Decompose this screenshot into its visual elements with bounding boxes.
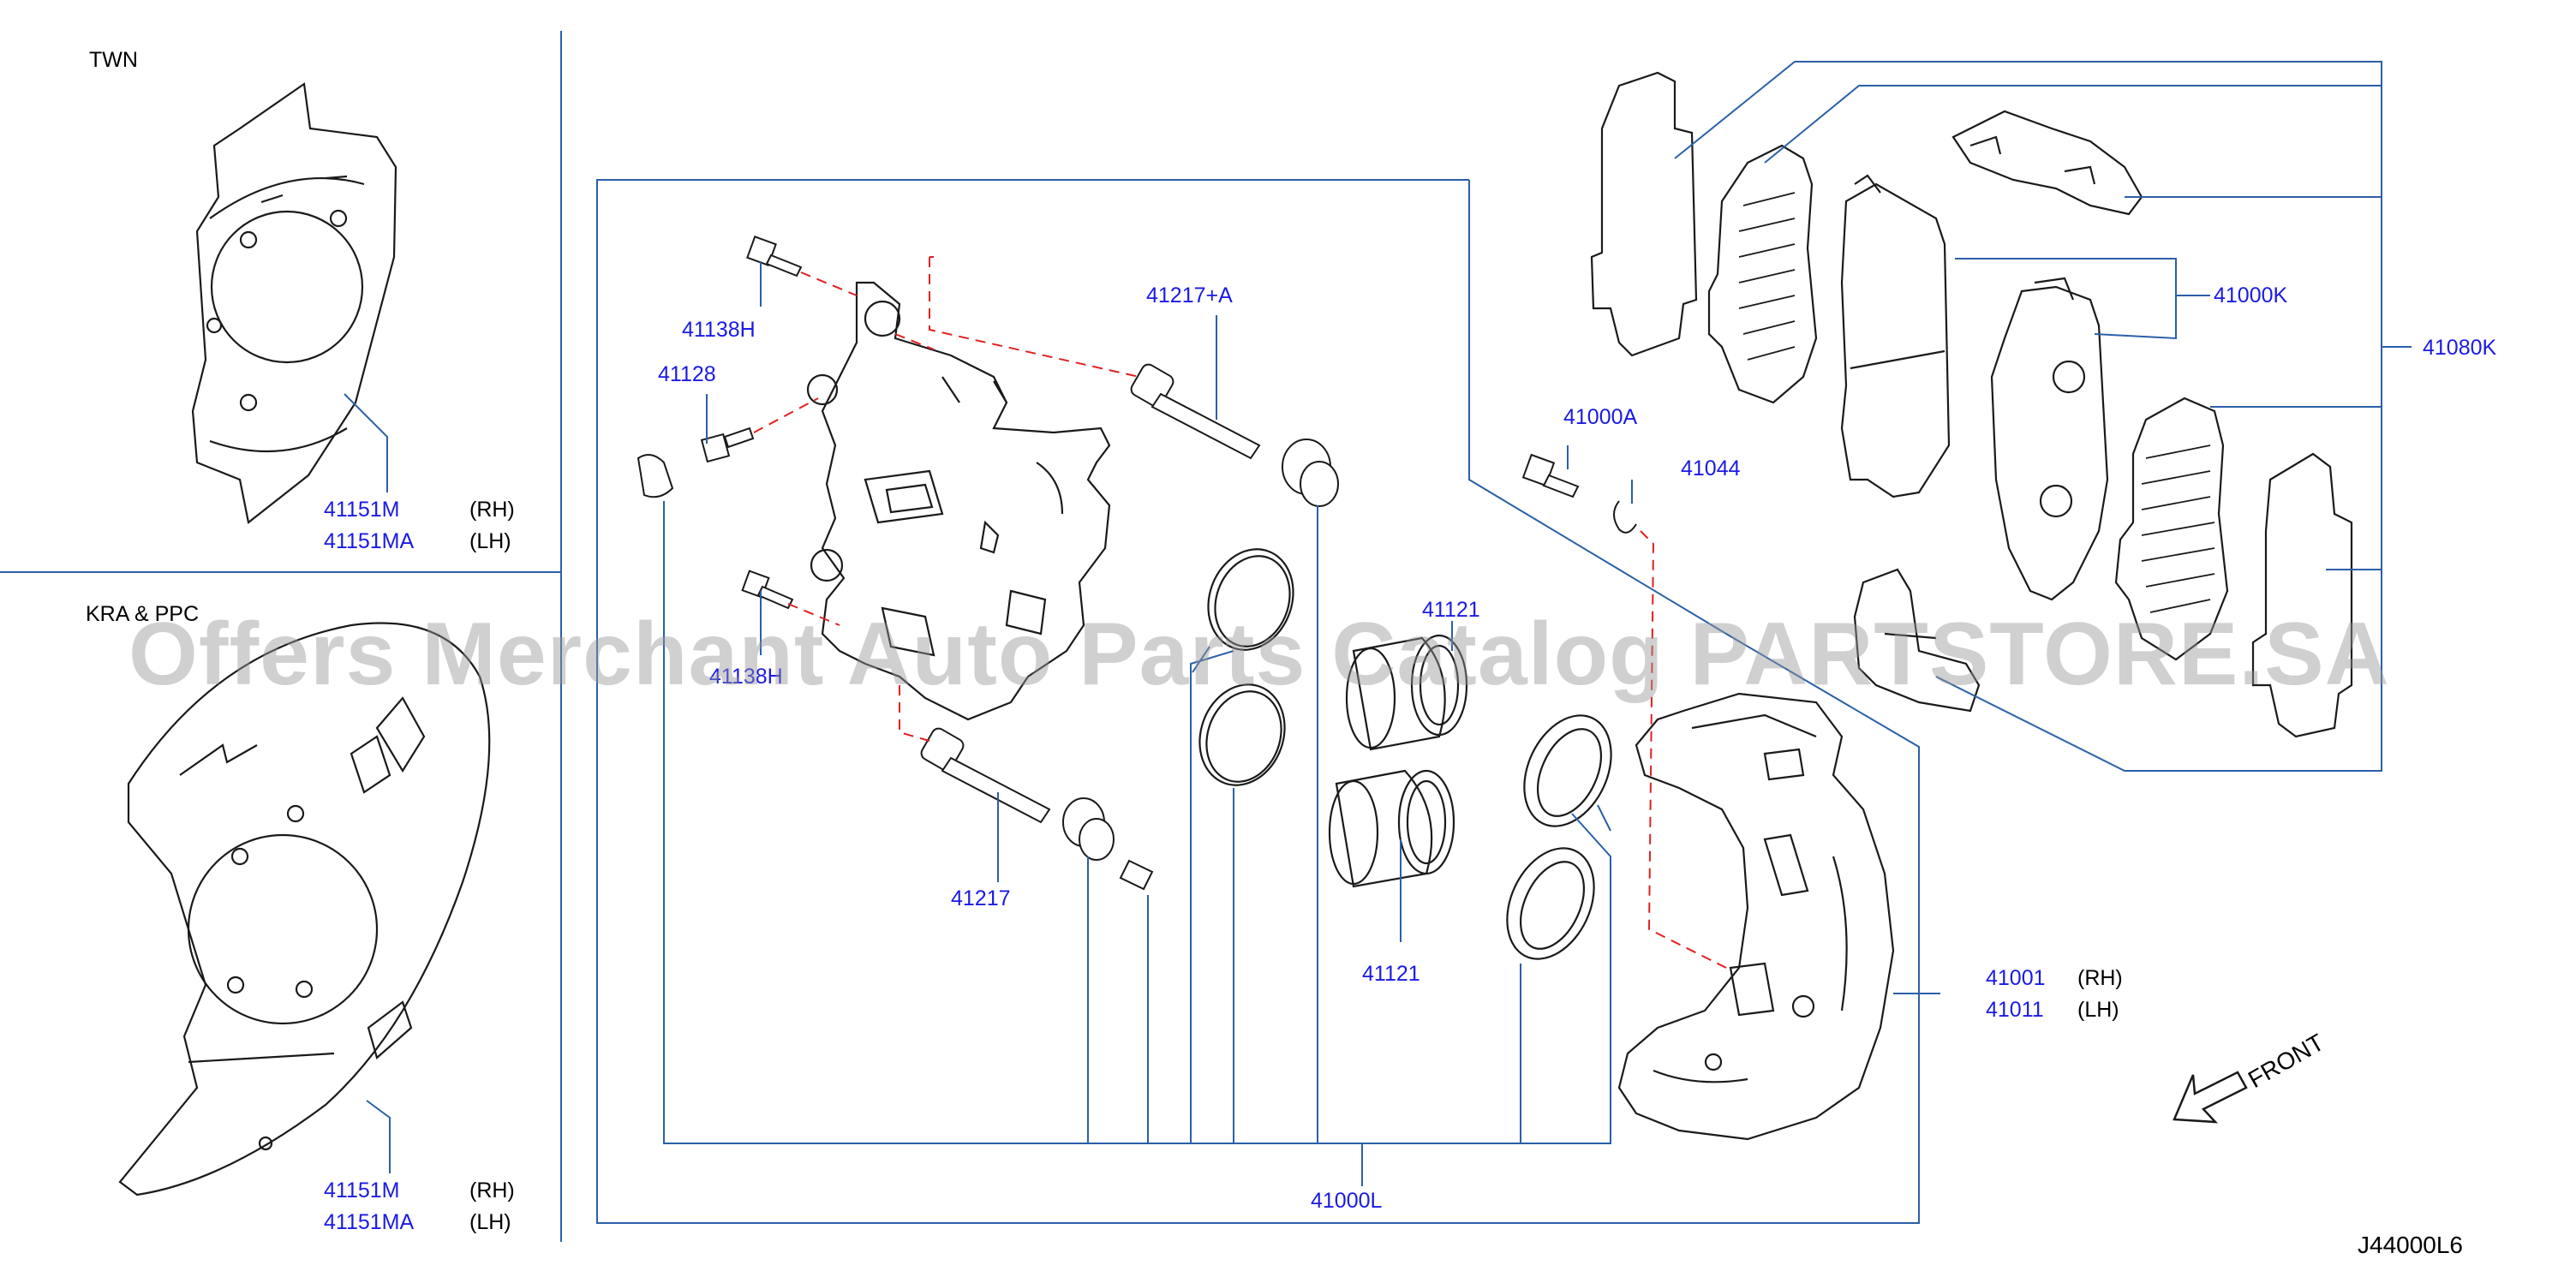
side-label-rh-top: (RH) [469,498,515,522]
front-arrow-icon [2173,1071,2248,1124]
pins-bolts [637,236,1637,891]
kit-frame [596,179,1920,1224]
part-label-41044[interactable]: 41044 [1681,456,1741,480]
left-leaders [344,393,391,1173]
pad-kit-leaders [1674,61,2412,772]
pads-shims [1590,71,2353,738]
section-label-kra-ppc: KRA & PPC [86,602,199,626]
kit-bottom-leaders [663,501,1611,1186]
diagram-code: J44000L6 [2358,1232,2464,1258]
section-label-twn: TWN [89,48,138,72]
part-label-41011[interactable]: 41011 [1986,998,2044,1022]
part-label-41128[interactable]: 41128 [658,362,716,386]
side-label-rh-caliper: (RH) [2077,966,2123,990]
part-label-41138h[interactable]: 41138H [682,318,756,342]
part-label-41151m-top[interactable]: 41151M [324,498,400,522]
part-label-41217[interactable]: 41217 [951,886,1011,910]
watermark: Offers Merchant Auto Parts Catalog PARTS… [129,605,2390,704]
part-label-41151m-bottom[interactable]: 41151M [324,1179,400,1202]
part-label-41121-bottom[interactable]: 41121 [1362,962,1420,986]
part-label-41151ma-bottom[interactable]: 41151MA [324,1210,415,1234]
side-label-lh-caliper: (LH) [2077,998,2119,1022]
caliper-bracket [806,281,1111,721]
part-label-41217a[interactable]: 41217+A [1146,283,1233,307]
part-label-41138h-lower[interactable]: 41138H [709,665,783,689]
alignment-dashes [753,256,1727,969]
part-label-41000a[interactable]: 41000A [1563,405,1638,429]
side-label-lh-top: (LH) [469,529,511,553]
seals-pistons [1198,548,1612,960]
part-leaders [706,261,1940,994]
part-label-41001[interactable]: 41001 [1986,966,2046,990]
backing-plate-twn [191,82,397,524]
section-dividers [0,31,562,1242]
part-label-41000k[interactable]: 41000K [2214,283,2288,307]
side-label-lh-bottom: (LH) [469,1210,511,1234]
side-label-rh-bottom: (RH) [469,1179,515,1202]
part-label-41000l[interactable]: 41000L [1311,1189,1383,1213]
caliper-housing [1617,692,1895,1141]
part-label-41121-top[interactable]: 41121 [1422,598,1480,622]
dust-shield-kra [118,622,491,1196]
part-label-41151ma-top[interactable]: 41151MA [324,529,415,553]
part-label-41080k[interactable]: 41080K [2423,336,2497,360]
